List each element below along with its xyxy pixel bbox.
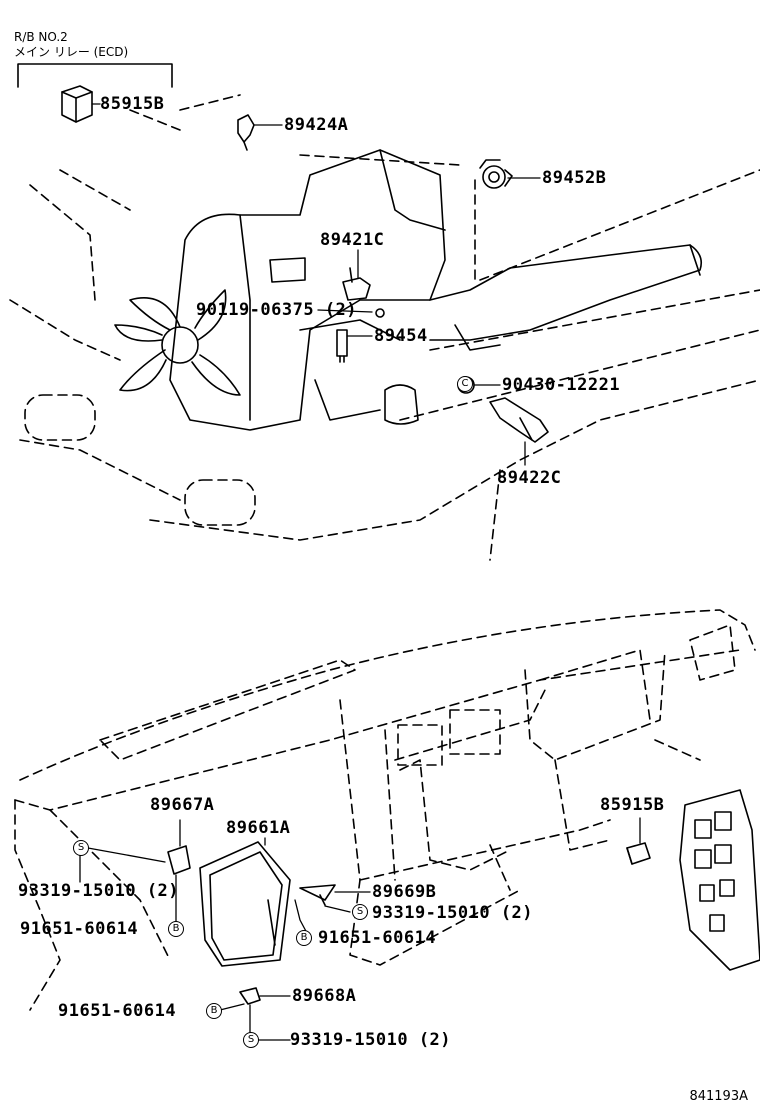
part-label-89421c: 89421C <box>320 230 385 250</box>
part-label-89422c: 89422C <box>497 468 562 488</box>
part-label-89667a: 89667A <box>150 795 215 815</box>
figure-code: 841193A <box>689 1089 748 1104</box>
engine-ecu <box>199 841 291 967</box>
part-label-89452b: 89452B <box>542 168 607 188</box>
sensor-89454 <box>336 329 348 363</box>
part-label-93319-15010-b: 93319-15010 (2) <box>372 903 534 923</box>
part-label-89661a: 89661A <box>226 818 291 838</box>
relay-name-label: メイン リレー (ECD) <box>14 45 129 59</box>
bracket-89669b <box>299 884 336 906</box>
part-label-85915b: 85915B <box>100 94 165 114</box>
engine-assembly <box>169 149 703 431</box>
part-label-91651-60614-b: 91651-60614 <box>318 928 437 948</box>
part-label-93319-15010-a: 93319-15010 (2) <box>18 881 180 901</box>
relay-block <box>679 789 760 971</box>
part-label-90119-06375: 90119-06375 (2) <box>196 300 358 320</box>
engine-bay-outline <box>9 94 760 561</box>
part-label-90430-12221: 90430-12221 <box>502 375 621 395</box>
bolt-symbol: B <box>168 921 184 937</box>
leader-lines-lower <box>79 817 641 1041</box>
header-bracket <box>17 63 173 88</box>
relay-box-label: R/B NO.2 <box>14 30 68 44</box>
sensor-89421c <box>342 267 385 318</box>
part-label-89424a: 89424A <box>284 115 349 135</box>
screw-symbol: S <box>243 1032 259 1048</box>
screw-symbol: S <box>73 840 89 856</box>
vents <box>397 709 501 766</box>
bracket-89668a <box>239 987 261 1005</box>
part-label-93319-15010-c: 93319-15010 (2) <box>290 1030 452 1050</box>
cooling-fan <box>114 289 241 396</box>
part-label-91651-60614-c: 91651-60614 <box>58 1001 177 1021</box>
sensor-89422c <box>489 397 549 443</box>
sensor-89424a <box>237 114 255 151</box>
fender-openings <box>24 394 256 526</box>
part-label-89668a: 89668A <box>292 986 357 1006</box>
main-relay <box>61 85 93 123</box>
bolt-symbol: B <box>296 930 312 946</box>
part-label-89669b: 89669B <box>372 882 437 902</box>
part-label-85915b-lower: 85915B <box>600 795 665 815</box>
bolt-symbol: B <box>206 1003 222 1019</box>
screw-symbol: S <box>352 904 368 920</box>
dashboard-outline <box>14 609 756 1011</box>
part-label-91651-60614-a: 91651-60614 <box>20 919 139 939</box>
sensor-89452b <box>479 159 513 189</box>
bracket-89667a <box>167 845 191 875</box>
leader-lines-upper <box>91 103 541 466</box>
part-label-89454: 89454 <box>374 326 428 346</box>
relay-lower <box>626 842 651 865</box>
gasket-symbol: C <box>457 376 473 392</box>
